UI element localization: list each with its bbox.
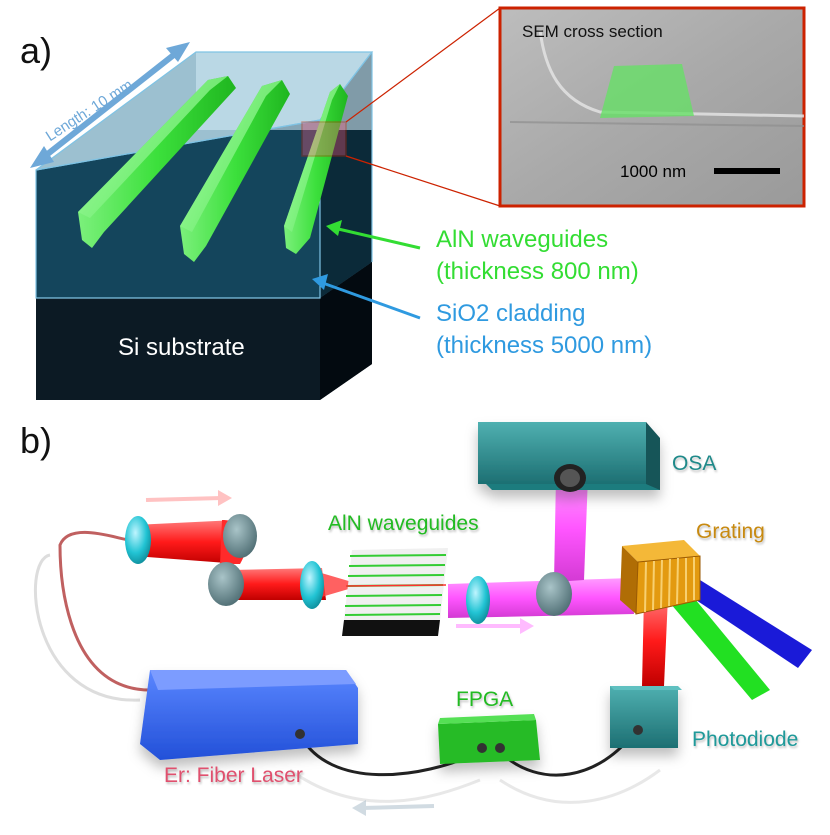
sem-waveguide-cross-section xyxy=(600,64,694,118)
photodiode-box xyxy=(610,686,682,748)
waveguide-label-line2: (thickness 800 nm) xyxy=(436,258,639,285)
fiber-laser-box xyxy=(140,670,358,760)
sem-title: SEM cross section xyxy=(522,22,663,41)
lens-3 xyxy=(466,576,490,624)
grating-label: Grating xyxy=(696,520,765,543)
scale-bar xyxy=(714,168,780,174)
laser-label: Er: Fiber Laser xyxy=(164,764,303,787)
direction-arrows xyxy=(145,490,534,816)
si-substrate xyxy=(36,262,372,400)
substrate-label: Si substrate xyxy=(118,334,245,361)
osa-label: OSA xyxy=(672,452,717,475)
cladding-label-line2: (thickness 5000 nm) xyxy=(436,332,653,359)
mirror-2 xyxy=(208,562,244,606)
aln-waveguide-2 xyxy=(180,80,290,262)
fpga-box xyxy=(438,714,540,764)
scale-bar-label: 1000 nm xyxy=(620,162,687,181)
fpga-label: FPGA xyxy=(456,688,514,711)
aln-waveguide-3 xyxy=(284,84,348,254)
length-arrow xyxy=(30,42,190,168)
cladding-pointer-arrow xyxy=(312,274,421,320)
sem-inset xyxy=(498,6,806,208)
mirror-1 xyxy=(223,514,257,558)
cross-section-marker xyxy=(301,121,347,157)
chip-label: AlN waveguides xyxy=(328,512,479,535)
aln-waveguide-1 xyxy=(78,76,236,248)
waveguide-label-line1: AlN waveguides xyxy=(436,226,609,253)
lens-2 xyxy=(300,561,324,609)
panel-b-letter: b) xyxy=(20,420,53,461)
osa-box xyxy=(478,422,660,492)
sio2-cladding xyxy=(35,51,374,299)
cladding-label-line1: SiO2 cladding xyxy=(436,300,586,327)
waveguide-pointer-arrow xyxy=(326,220,421,250)
fiber-red xyxy=(58,530,151,692)
panel-a-letter: a) xyxy=(20,30,53,71)
photodiode-label: Photodiode xyxy=(692,728,799,751)
grating xyxy=(620,540,701,615)
mirror-3 xyxy=(536,572,572,616)
diffracted-beams xyxy=(654,570,812,700)
lens-1 xyxy=(125,516,151,564)
waveguide-chip xyxy=(342,548,448,636)
